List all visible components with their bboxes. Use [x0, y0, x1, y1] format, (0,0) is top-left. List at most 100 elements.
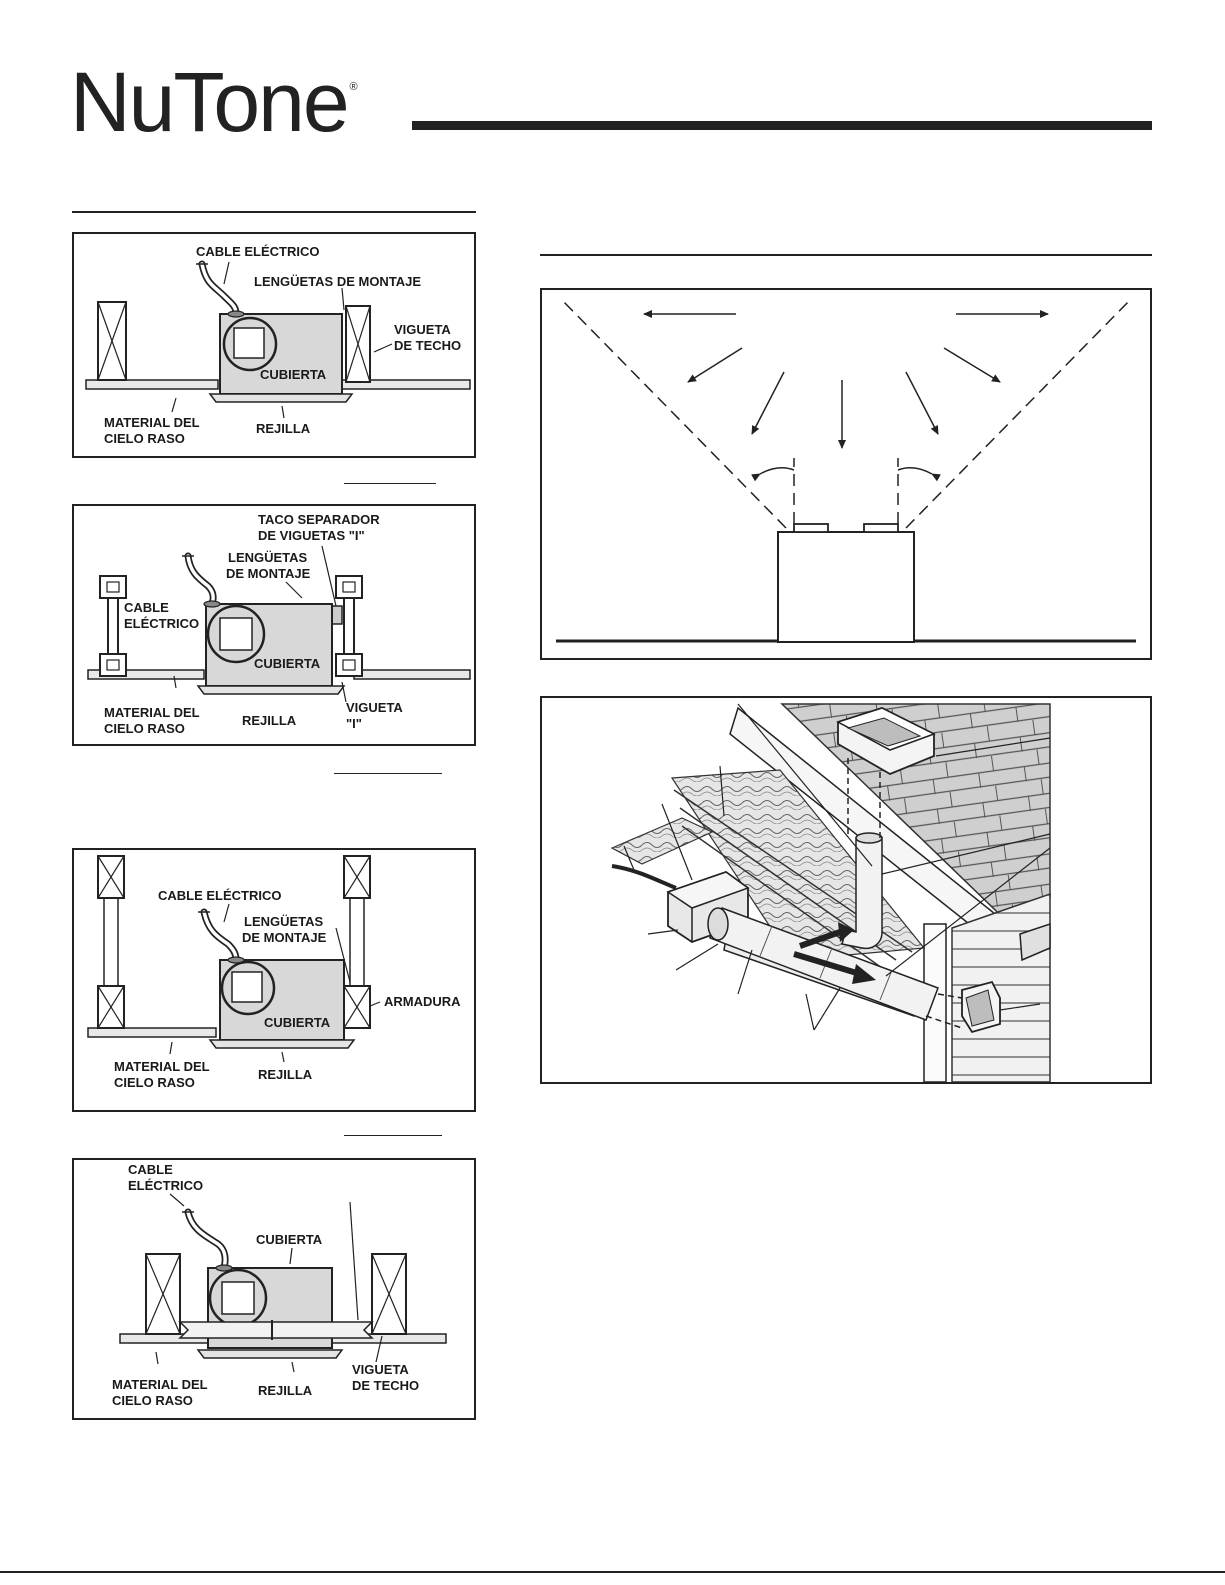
- leader-grille: [647, 929, 679, 935]
- figure-airflow: [540, 288, 1152, 660]
- label-mounting-tabs-1: LENGÜETAS: [244, 914, 324, 929]
- appliance-unit: [777, 531, 915, 643]
- arrow-right-diagonal: [943, 347, 1001, 383]
- label-grille: REJILLA: [258, 1383, 313, 1398]
- junction-box: [231, 971, 263, 1003]
- label-mounting-tabs-2: DE MONTAJE: [242, 930, 327, 945]
- label-mounting-tabs: LENGÜETAS DE MONTAJE: [254, 274, 421, 289]
- grille: [196, 685, 346, 695]
- gutter: [1019, 922, 1051, 962]
- label-housing: CUBIERTA: [264, 1015, 331, 1030]
- electric-cable: [611, 864, 677, 890]
- label-joist-1: VIGUETA: [394, 322, 451, 337]
- leader-roof-cap: [935, 737, 1051, 757]
- angle-arc-right: [897, 467, 941, 482]
- leader-cable: [623, 845, 635, 871]
- label-grille: REJILLA: [258, 1067, 313, 1082]
- electric-cable: [200, 908, 240, 964]
- label-cable-2: ELÉCTRICO: [128, 1178, 203, 1193]
- label-housing: CUBIERTA: [256, 1232, 323, 1247]
- label-joist-1: VIGUETA: [352, 1362, 409, 1377]
- label-joist-2: DE TECHO: [394, 338, 461, 353]
- arrow-left-down: [751, 371, 785, 435]
- figure-joist-install-drawing: CABLE ELÉCTRICO LENGÜETAS DE MONTAJE VIG…: [85, 244, 471, 446]
- label-cable-1: CABLE: [124, 600, 169, 615]
- leader-duct: [737, 949, 753, 995]
- electric-cable: [198, 260, 240, 318]
- figure-truss-install-drawing: CABLE ELÉCTRICO LENGÜETAS DE MONTAJE ARM…: [87, 855, 461, 1090]
- label-cable-1: CABLE: [128, 1162, 173, 1177]
- hanger-bar: [178, 1321, 374, 1339]
- label-housing: CUBIERTA: [260, 367, 327, 382]
- label-ceiling-1: MATERIAL DEL: [104, 705, 200, 720]
- airflow-arrow-up: [799, 929, 841, 949]
- grille: [196, 1349, 344, 1359]
- leader-vertical-duct: [881, 833, 1051, 875]
- label-ceiling-2: CIELO RASO: [112, 1393, 193, 1408]
- caption-rule-a: [344, 483, 436, 484]
- spacer-block: [331, 605, 343, 625]
- label-ceiling-1: MATERIAL DEL: [104, 415, 200, 430]
- figure-hanger-install-drawing: CABLE ELÉCTRICO CUBIERTA MATERIAL DEL CI…: [112, 1162, 447, 1408]
- leader-wall-cap: [999, 1003, 1041, 1011]
- electric-cable: [184, 1208, 229, 1272]
- grille: [208, 1039, 356, 1049]
- truss-right: [343, 855, 371, 1029]
- label-cable-2: ELÉCTRICO: [124, 616, 199, 631]
- figure-hanger-install: CABLE ELÉCTRICO CUBIERTA MATERIAL DEL CI…: [72, 1158, 476, 1420]
- label-joist-2: DE TECHO: [352, 1378, 419, 1393]
- header-rule: [412, 121, 1152, 130]
- label-mounting-tabs-1: LENGÜETAS: [228, 550, 308, 565]
- ceiling-material: [87, 669, 205, 680]
- leader-housing: [661, 803, 693, 881]
- unit-cap-right: [863, 523, 899, 533]
- label-ijoist-2: "I": [346, 716, 362, 731]
- label-ceiling-2: CIELO RASO: [114, 1075, 195, 1090]
- registered-mark: ®: [349, 81, 358, 93]
- arrow-left-diagonal: [687, 347, 743, 383]
- label-grille: REJILLA: [242, 713, 297, 728]
- caption-rule-c: [344, 1135, 442, 1136]
- figure-ijoist-install: TACO SEPARADOR DE VIGUETAS "I" LENGÜETAS…: [72, 504, 476, 746]
- angle-arc-left: [751, 467, 795, 482]
- ijoist-left: [99, 575, 127, 677]
- label-ceiling-2: CIELO RASO: [104, 721, 185, 736]
- label-ceiling-1: MATERIAL DEL: [114, 1059, 210, 1074]
- label-grille: REJILLA: [256, 421, 311, 436]
- label-cable: CABLE ELÉCTRICO: [196, 244, 320, 259]
- label-housing: CUBIERTA: [254, 656, 321, 671]
- right-section-rule: [540, 254, 1152, 256]
- junction-box: [233, 327, 265, 359]
- brand-name: NuTone: [70, 55, 350, 149]
- leader-horizontal-duct: [885, 847, 1051, 977]
- figure-joist-install: CABLE ELÉCTRICO LENGÜETAS DE MONTAJE VIG…: [72, 232, 476, 458]
- leader-insulation: [719, 765, 725, 817]
- footer-rule: [0, 1571, 1225, 1573]
- arrow-right-down: [905, 371, 939, 435]
- brand-logo: NuTone®: [70, 60, 358, 144]
- leader-roof-edge: [737, 703, 873, 867]
- label-spacer-1: TACO SEPARADOR: [258, 512, 380, 527]
- boundary-right: [905, 297, 1133, 529]
- figure-truss-install: CABLE ELÉCTRICO LENGÜETAS DE MONTAJE ARM…: [72, 848, 476, 1112]
- figure-duct-routing-drawing: [610, 703, 1051, 1083]
- ijoist-right: [335, 575, 363, 677]
- leader-duct-connector: [675, 943, 719, 971]
- leader-arrow-2: [813, 987, 841, 1031]
- ceiling-material-right: [353, 669, 471, 680]
- truss-left: [97, 855, 125, 1029]
- junction-box: [221, 1281, 255, 1315]
- left-section-rule: [72, 211, 476, 213]
- grille: [208, 393, 354, 403]
- ceiling-material: [85, 379, 219, 390]
- junction-box: [219, 617, 253, 651]
- figure-airflow-drawing: [556, 297, 1136, 643]
- label-spacer-2: DE VIGUETAS "I": [258, 528, 365, 543]
- caption-rule-b: [334, 773, 442, 774]
- airflow-arrow-out: [793, 951, 861, 977]
- label-ceiling-1: MATERIAL DEL: [112, 1377, 208, 1392]
- boundary-left: [559, 297, 787, 529]
- label-ceiling-2: CIELO RASO: [104, 431, 185, 446]
- label-cable: CABLE ELÉCTRICO: [158, 888, 282, 903]
- figure-ijoist-install-drawing: TACO SEPARADOR DE VIGUETAS "I" LENGÜETAS…: [87, 512, 471, 736]
